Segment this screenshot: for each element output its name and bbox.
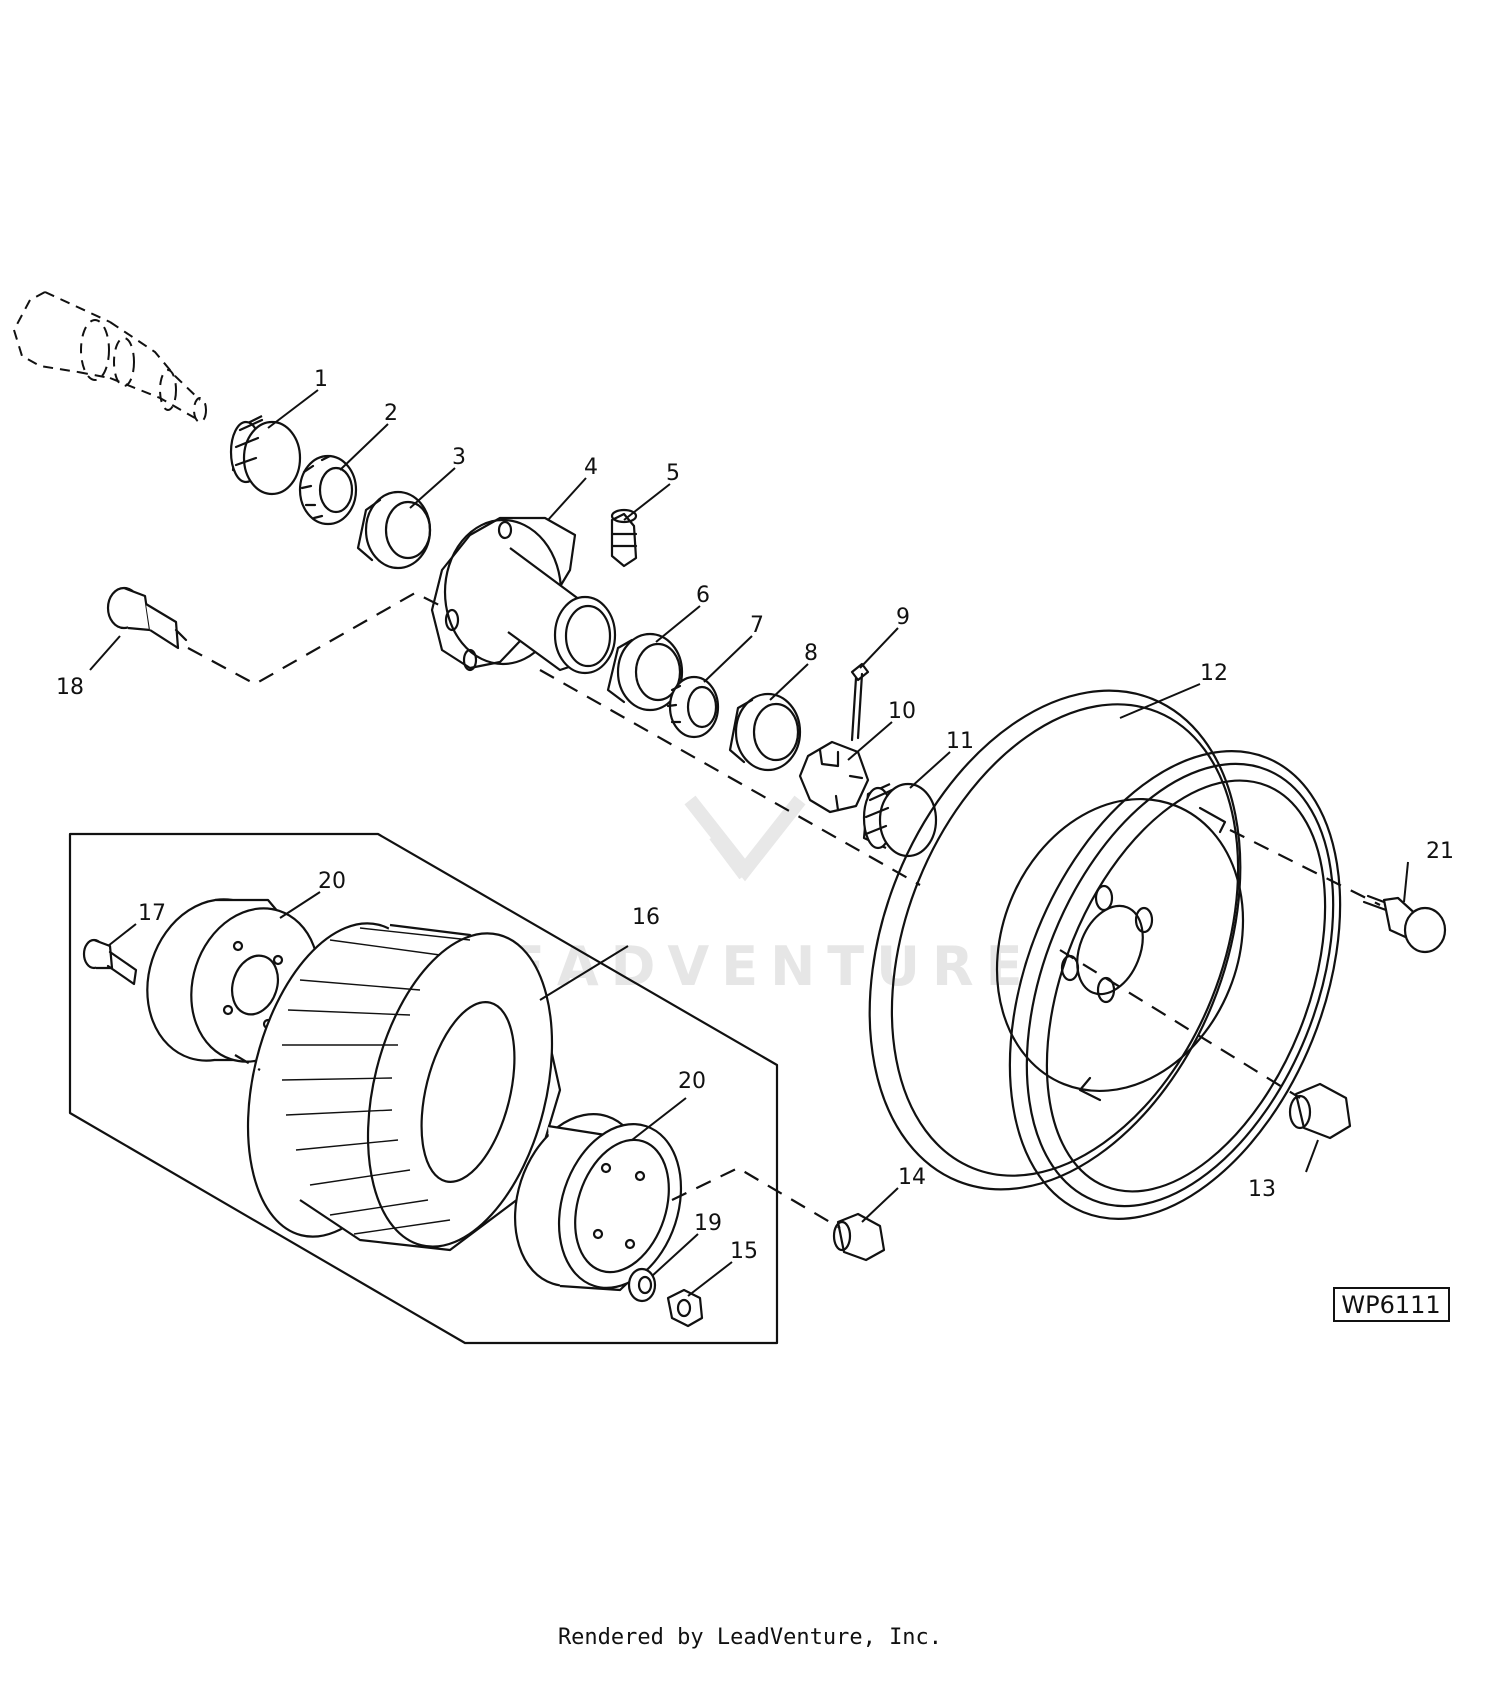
callout-8: 8 <box>804 641 818 666</box>
callout-13: 13 <box>1248 1177 1276 1202</box>
callout-20-lower: 20 <box>678 1069 706 1094</box>
footer-credit: Rendered by LeadVenture, Inc. <box>557 1625 943 1650</box>
callout-15: 15 <box>730 1239 758 1264</box>
callout-21: 21 <box>1426 839 1454 864</box>
leader-lines <box>89 389 1409 1297</box>
part-6-bearing-cup <box>606 632 684 712</box>
group-outline-box <box>68 832 779 1345</box>
part-20-rim-half-lower <box>513 1113 683 1292</box>
part-11-dust-cap <box>862 782 938 858</box>
callout-10: 10 <box>888 699 916 724</box>
part-15-nut <box>666 1288 704 1328</box>
part-4-hub <box>430 516 617 675</box>
part-12-wheel-rim <box>868 689 1342 1220</box>
callout-6: 6 <box>696 583 710 608</box>
part-2-bearing-cone <box>298 454 358 526</box>
part-16-tire <box>246 922 562 1252</box>
callout-20-upper: 20 <box>318 869 346 894</box>
part-18-bolt <box>106 586 188 650</box>
callout-labels: 1 2 3 4 5 6 7 8 9 10 11 12 13 14 15 16 1… <box>56 367 1454 1264</box>
spindle-outline <box>12 291 207 423</box>
figure-id-text: WP6111 <box>1341 1291 1440 1319</box>
part-3-bearing-cup <box>356 490 432 570</box>
callout-19: 19 <box>694 1211 722 1236</box>
part-13-lug-nut <box>1288 1082 1352 1140</box>
callout-12: 12 <box>1200 661 1228 686</box>
assembly-center-lines <box>187 591 1381 1229</box>
leadventure-watermark: LEADVENTURE <box>462 795 1035 998</box>
part-21-valve-stem <box>1362 894 1447 954</box>
callout-18: 18 <box>56 675 84 700</box>
callout-17: 17 <box>138 901 166 926</box>
part-9-cotter-pin <box>850 662 870 742</box>
part-8-seal <box>728 692 802 772</box>
watermark-text: LEADVENTURE <box>462 935 1035 998</box>
callout-3: 3 <box>452 445 466 470</box>
callout-1: 1 <box>314 367 328 392</box>
callout-5: 5 <box>666 461 680 486</box>
callout-7: 7 <box>750 613 764 638</box>
part-10-castle-nut <box>798 740 870 814</box>
callout-2: 2 <box>384 401 398 426</box>
callout-16: 16 <box>632 905 660 930</box>
part-5-grease-fitting <box>610 508 638 568</box>
callout-11: 11 <box>946 729 974 754</box>
callout-14: 14 <box>898 1165 926 1190</box>
part-17-bolt <box>82 938 138 986</box>
figure-id-box: WP6111 <box>1333 1287 1450 1322</box>
callout-9: 9 <box>896 605 910 630</box>
part-19-lock-washer <box>627 1267 657 1303</box>
callout-4: 4 <box>584 455 598 480</box>
part-7-bearing-cone <box>666 675 720 739</box>
part-14-lug-nut <box>832 1212 886 1262</box>
part-1-dust-cap <box>229 415 302 496</box>
